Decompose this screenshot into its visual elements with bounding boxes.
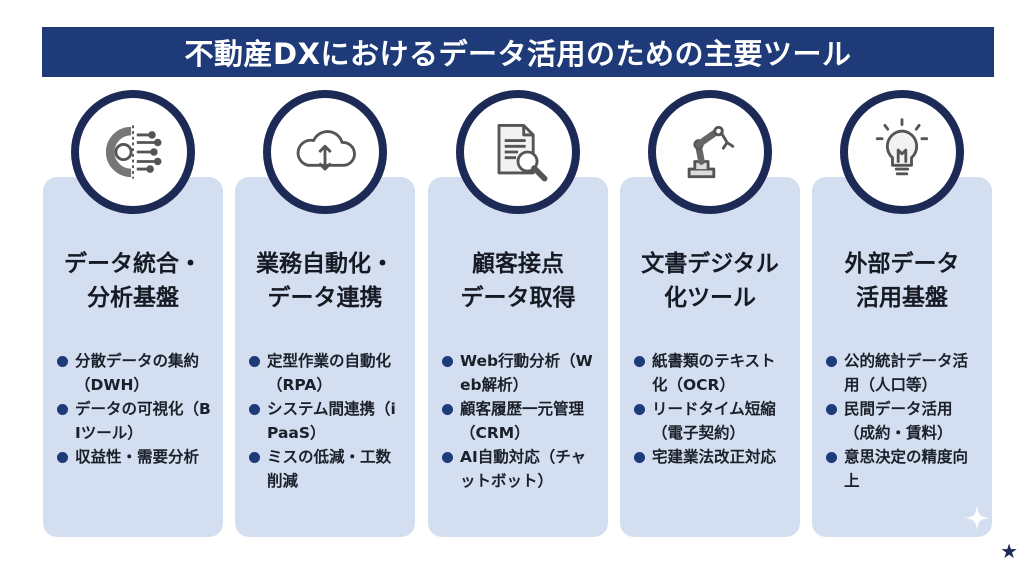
list-item: 民間データ活用（成約・賃料） [826, 397, 982, 445]
document-search-icon [456, 90, 580, 214]
card-title: 顧客接点 データ取得 [460, 251, 576, 311]
bullet-list: 定型作業の自動化（RPA） システム間連携（iPaaS） ミスの低減・工数削減 [249, 349, 405, 493]
card-document-digital: 文書デジタル 化ツール 紙書類のテキスト化（OCR） リードタイム短縮（電子契約… [620, 177, 800, 537]
card-customer-data: 顧客接点 データ取得 Web行動分析（Web解析） 顧客履歴一元管理（CRM） … [428, 177, 608, 537]
bullet-list: 分散データの集約（DWH） データの可視化（BIツール） 収益性・需要分析 [57, 349, 213, 469]
list-item: 宅建業法改正対応 [634, 445, 790, 469]
robot-arm-icon [648, 90, 772, 214]
bullet-list: 紙書類のテキスト化（OCR） リードタイム短縮（電子契約） 宅建業法改正対応 [634, 349, 790, 469]
list-item: リードタイム短縮（電子契約） [634, 397, 790, 445]
gear-circuit-icon [71, 90, 195, 214]
list-item: Web行動分析（Web解析） [442, 349, 598, 397]
lightbulb-icon [840, 90, 964, 214]
page-title: 不動産DXにおけるデータ活用のための主要ツール [42, 27, 994, 77]
list-item: AI自動対応（チャットボット） [442, 445, 598, 493]
list-item: データの可視化（BIツール） [57, 397, 213, 445]
cloud-sync-icon [263, 90, 387, 214]
star-icon: ★ [1000, 539, 1018, 563]
list-item: 顧客履歴一元管理（CRM） [442, 397, 598, 445]
card-external-data: 外部データ 活用基盤 公的統計データ活用（人口等） 民間データ活用（成約・賃料）… [812, 177, 992, 537]
card-title: 業務自動化・ データ連携 [256, 251, 394, 311]
card-automation: 業務自動化・ データ連携 定型作業の自動化（RPA） システム間連携（iPaaS… [235, 177, 415, 537]
list-item: 意思決定の精度向上 [826, 445, 982, 493]
card-title: データ統合・ 分析基盤 [64, 251, 202, 311]
sparkle-icon [964, 505, 990, 531]
card-title: 外部データ 活用基盤 [844, 251, 960, 311]
list-item: ミスの低減・工数削減 [249, 445, 405, 493]
card-title: 文書デジタル 化ツール [641, 251, 779, 311]
bullet-list: Web行動分析（Web解析） 顧客履歴一元管理（CRM） AI自動対応（チャット… [442, 349, 598, 493]
list-item: 定型作業の自動化（RPA） [249, 349, 405, 397]
card-data-integration: データ統合・ 分析基盤 分散データの集約（DWH） データの可視化（BIツール）… [43, 177, 223, 537]
list-item: システム間連携（iPaaS） [249, 397, 405, 445]
bullet-list: 公的統計データ活用（人口等） 民間データ活用（成約・賃料） 意思決定の精度向上 [826, 349, 982, 493]
list-item: 分散データの集約（DWH） [57, 349, 213, 397]
list-item: 紙書類のテキスト化（OCR） [634, 349, 790, 397]
list-item: 収益性・需要分析 [57, 445, 213, 469]
list-item: 公的統計データ活用（人口等） [826, 349, 982, 397]
